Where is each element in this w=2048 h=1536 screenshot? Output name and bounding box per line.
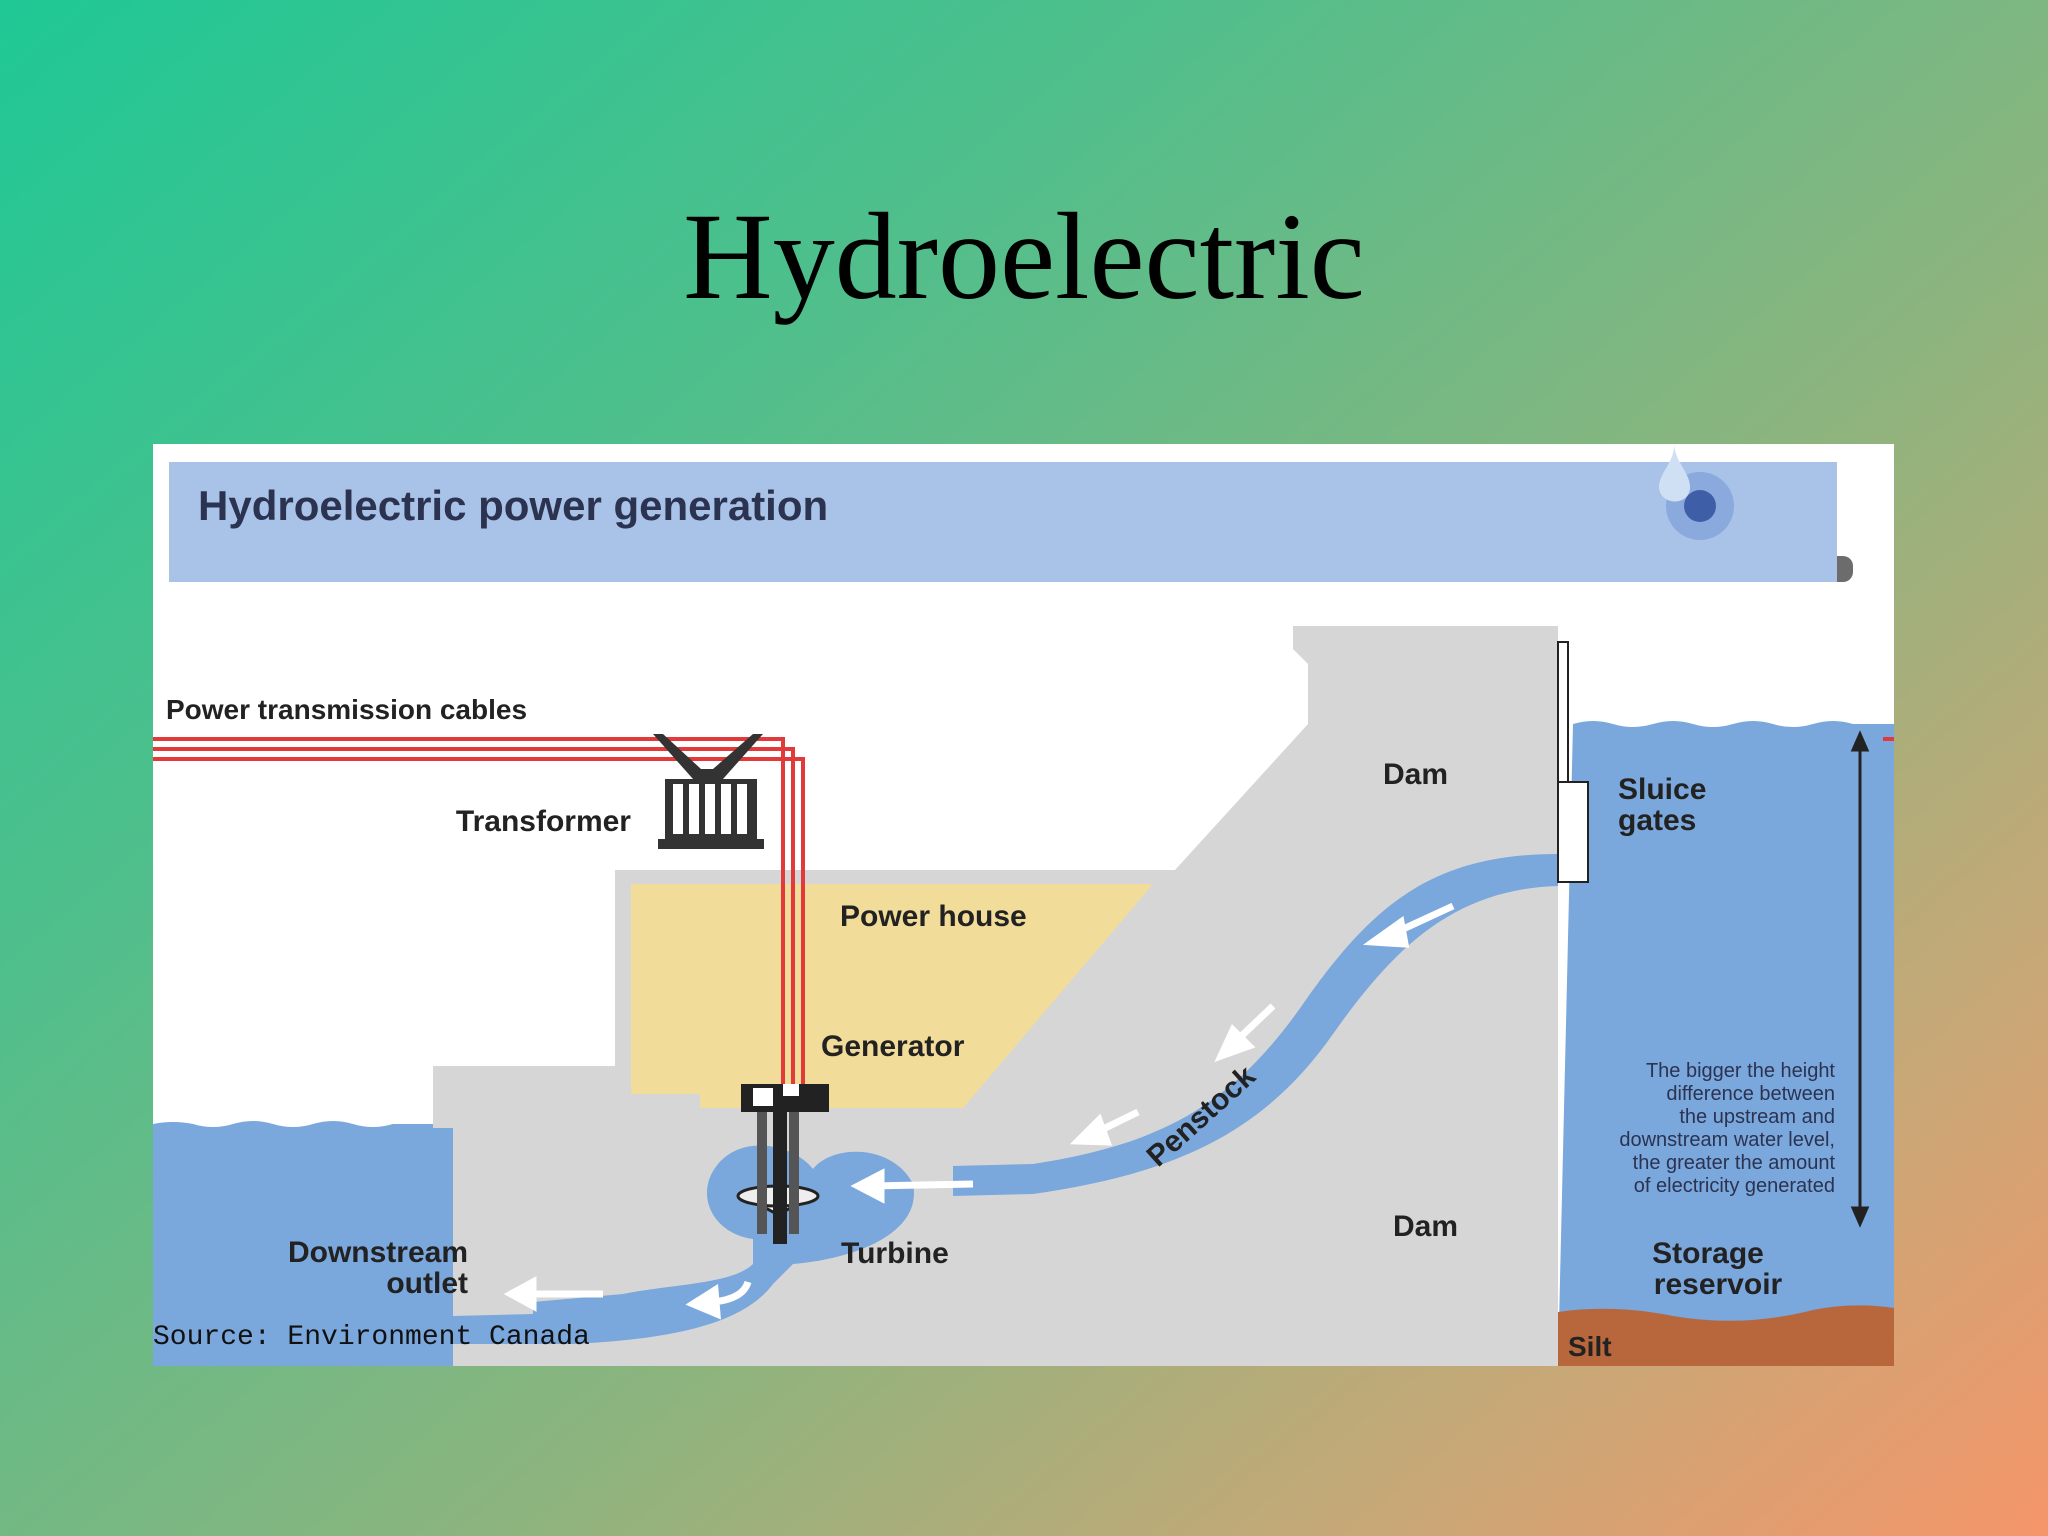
label-power-house: Power house — [840, 900, 1027, 933]
label-storage-reservoir-line2: reservoir — [1654, 1268, 1783, 1301]
height-note-line: downstream water level, — [1619, 1129, 1835, 1151]
label-turbine: Turbine — [841, 1237, 949, 1270]
power-house — [631, 884, 1153, 1108]
label-power-transmission-cables: Power transmission cables — [166, 694, 527, 725]
storage-reservoir-water — [1558, 721, 1894, 1366]
label-generator: Generator — [821, 1030, 965, 1063]
label-storage-reservoir-line1: Storage — [1652, 1237, 1764, 1270]
height-difference-arrow — [1850, 730, 1870, 1228]
slide-title: Hydroelectric — [683, 188, 1365, 325]
sluice-gate — [1557, 641, 1589, 883]
water-flow-arrows — [503, 902, 1455, 1320]
water-drop-icon — [1658, 444, 1734, 540]
height-note-line: of electricity generated — [1634, 1175, 1835, 1197]
height-note-line: difference between — [1666, 1083, 1835, 1105]
label-dam-top: Dam — [1383, 758, 1448, 791]
label-sluice-gates-line2: gates — [1618, 804, 1696, 837]
height-note-line: the greater the amount — [1633, 1152, 1836, 1174]
diagram-canvas: Hydroelectric power generation — [153, 444, 1894, 1366]
title-banner — [169, 462, 1837, 582]
power-transmission-cables — [153, 737, 805, 1084]
height-note: The bigger the height difference between… — [1619, 1060, 1835, 1197]
label-dam-bottom: Dam — [1393, 1210, 1458, 1243]
source-credit: Source: Environment Canada — [153, 1322, 590, 1353]
hydro-diagram: Hydroelectric power generation — [153, 444, 1894, 1366]
label-downstream-outlet-line1: Downstream — [288, 1236, 468, 1269]
banner-title: Hydroelectric power generation — [198, 482, 828, 529]
transformer-icon — [653, 734, 764, 849]
label-sluice-gates-line1: Sluice — [1618, 773, 1706, 806]
height-note-line: The bigger the height — [1646, 1060, 1835, 1082]
silt-layer — [1558, 1305, 1894, 1366]
label-transformer: Transformer — [456, 805, 631, 838]
label-downstream-outlet-line2: outlet — [386, 1267, 468, 1300]
height-note-line: the upstream and — [1679, 1106, 1835, 1128]
downstream-water — [153, 1121, 453, 1366]
generator-shaft — [757, 1109, 799, 1244]
label-silt: Silt — [1568, 1331, 1612, 1362]
generator-icon — [741, 1084, 829, 1112]
